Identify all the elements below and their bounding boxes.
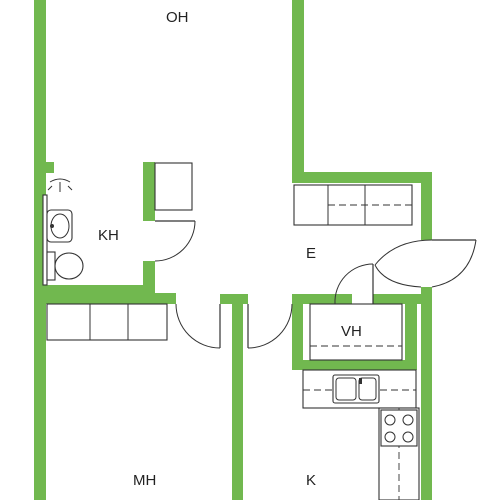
kitchen-door-swing (247, 303, 293, 349)
wall-mh-k (232, 294, 243, 500)
shower-head-icon (47, 178, 73, 192)
wall-vh-top (292, 294, 352, 304)
bedroom-wardrobe (46, 303, 168, 341)
closet-shelves (309, 303, 403, 361)
room-labels: OH KH E VH MH K (98, 9, 362, 489)
kitchen-fixtures (302, 369, 420, 500)
room-label-kh: KH (98, 227, 119, 244)
bathroom-door-swing (154, 220, 196, 262)
wall-mh-top-left (34, 293, 176, 304)
toilet-bowl-icon (54, 252, 84, 280)
toilet-tank (46, 251, 56, 281)
entrance-wardrobe (293, 184, 413, 226)
wall-oh-right (292, 0, 304, 174)
wall-vh-bottom (292, 360, 417, 370)
wall-kh-top-left (34, 162, 54, 173)
room-label-e: E (306, 245, 316, 262)
wall-kh-bottom-step (98, 285, 109, 299)
shower-wall-panel (42, 194, 48, 286)
wall-vh-right (405, 294, 417, 370)
bedroom-door-swing (175, 303, 221, 349)
bathroom-fixtures (42, 162, 193, 286)
wall-entry-top (292, 172, 432, 183)
wall-left-outer (34, 0, 46, 500)
room-label-mh: MH (133, 472, 156, 489)
room-label-oh: OH (166, 9, 189, 26)
bathroom-cabinet (154, 162, 193, 211)
wall-kh-bottom (34, 285, 155, 296)
wall-vh-top-right (373, 294, 421, 304)
wall-kh-right-upper (143, 162, 155, 221)
room-label-vh: VH (341, 323, 362, 340)
entrance-door-swing (374, 239, 433, 266)
room-label-k: K (306, 472, 316, 489)
doors (154, 220, 477, 349)
closet-door-swing (334, 263, 374, 305)
walls (34, 0, 432, 500)
wall-right-upper (421, 172, 432, 240)
wall-vh-left (292, 294, 303, 367)
wall-right-lower (421, 287, 432, 500)
